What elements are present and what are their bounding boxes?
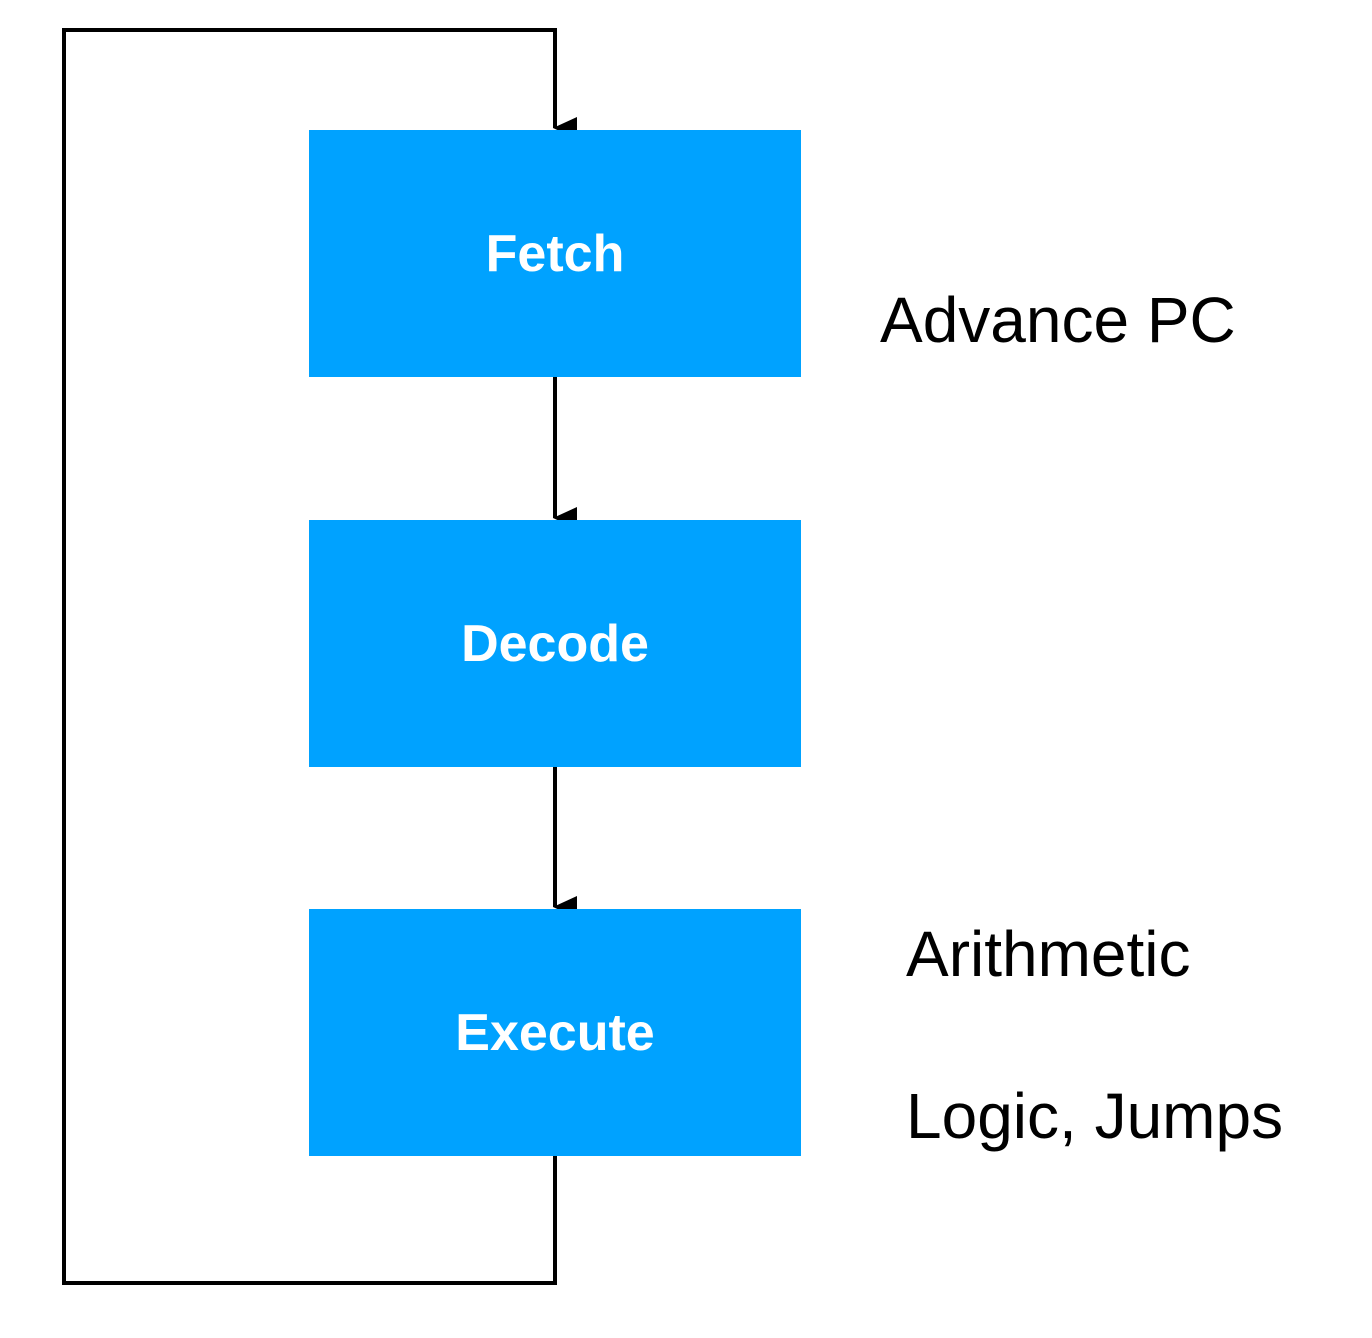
decode-stage-box: Decode	[309, 520, 801, 767]
logic-jumps-annotation: Logic, Jumps	[906, 1080, 1284, 1152]
decode-stage-label: Decode	[461, 614, 649, 673]
execute-stage-label: Execute	[455, 1003, 655, 1062]
loop-back-arrow	[62, 28, 577, 1285]
fetch-stage-box: Fetch	[309, 130, 801, 377]
fetch-stage-label: Fetch	[485, 224, 625, 283]
arithmetic-annotation: Arithmetic	[906, 918, 1191, 990]
execute-stage-box: Execute	[309, 909, 801, 1156]
advance-pc-annotation: Advance PC	[880, 284, 1236, 356]
